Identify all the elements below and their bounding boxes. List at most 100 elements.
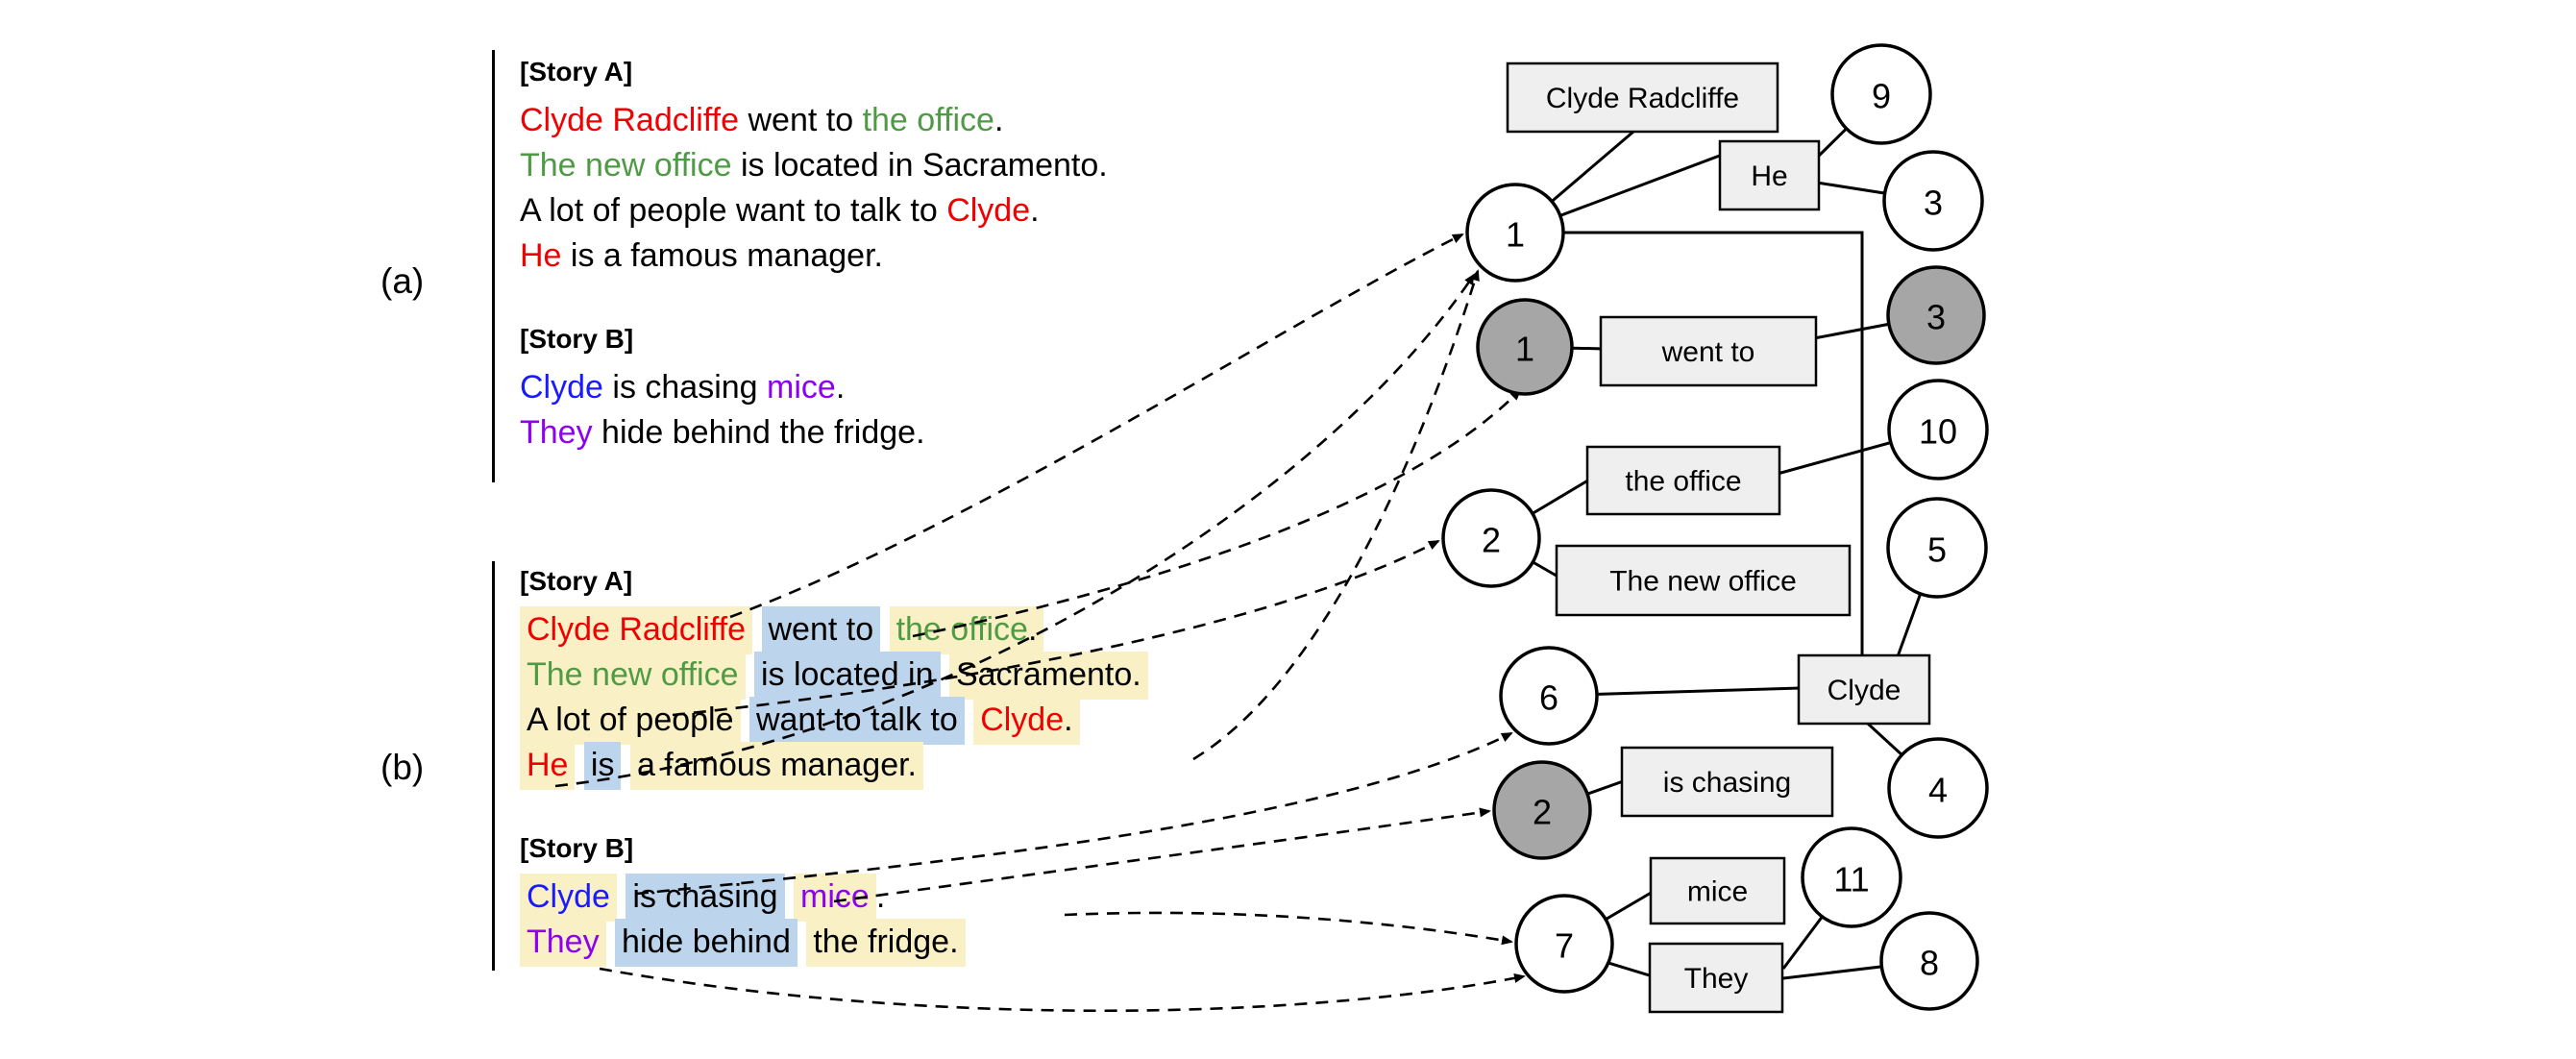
text-segment: Clyde Radcliffe — [520, 102, 740, 138]
story-line: Clyde is chasing mice. — [520, 365, 1108, 410]
text-segment: Clyde — [520, 369, 603, 406]
graph-circle-label-node-8: 8 — [1920, 944, 1939, 983]
text-segment: the office — [889, 606, 1028, 654]
text-segment: is a famous manager. — [561, 237, 883, 274]
text-segment: A lot of people — [520, 697, 741, 745]
graph-node-circle-cluster-1 — [1465, 183, 1565, 283]
graph-circle-label-node-9: 9 — [1872, 77, 1891, 116]
graph-box-label-the-office: the office — [1625, 466, 1741, 498]
graph-node-box-the-new-office — [1555, 544, 1852, 617]
graph-node-circle-node-8 — [1879, 911, 1979, 1011]
graph-circle-label-node-3: 3 — [1924, 184, 1943, 223]
graph-node-box-mice — [1649, 856, 1786, 925]
text-segment: went to — [739, 102, 863, 138]
story-header: [Story A] — [520, 566, 633, 596]
graph-node-circle-node-9 — [1830, 43, 1932, 145]
graph-circle-label-sent-2: 2 — [1533, 793, 1552, 832]
text-segment: Sacramento. — [948, 652, 1148, 700]
graph-box-label-is-chasing: is chasing — [1663, 767, 1791, 799]
text-segment: hide behind the fridge. — [592, 414, 925, 451]
text-segment: is located in — [753, 652, 941, 700]
story-header: [Story A] — [520, 57, 633, 86]
mention-arrow-they-mention — [599, 967, 1526, 1013]
graph-node-box-is-chasing — [1620, 746, 1834, 818]
mention-arrow-mice-mention — [1064, 911, 1513, 946]
graph-circle-label-sent-1: 1 — [1515, 330, 1534, 369]
story-line: Clyde Radcliffe went to the office. — [520, 98, 1108, 143]
graph-node-circle-sent-2 — [1492, 760, 1592, 860]
graph-box-label-mice: mice — [1687, 876, 1748, 908]
mention-arrow-new-office-mention — [672, 539, 1440, 717]
graph-node-circle-cluster-7 — [1514, 894, 1614, 994]
text-segment: The new office — [520, 652, 746, 700]
panel-a-text: [Story A] Clyde Radcliffe went to the off… — [520, 56, 1108, 456]
graph-box-label-clyde-radcliffe: Clyde Radcliffe — [1546, 83, 1739, 114]
graph-circle-label-node-10: 10 — [1919, 412, 1957, 452]
panel-a-label: (a) — [380, 261, 425, 301]
graph-node-circle-cluster-2 — [1441, 488, 1541, 588]
graph-box-label-he: He — [1751, 160, 1787, 192]
story-block: [Story B]Clyde is chasing mice.They hide… — [520, 323, 1108, 456]
text-segment: . — [1064, 697, 1080, 745]
text-segment: a famous manager. — [629, 742, 923, 790]
story-line: A lot of people want to talk to Clyde. — [520, 697, 1148, 745]
graph-node-circle-node-6 — [1499, 646, 1599, 746]
panel-b-label: (b) — [380, 748, 425, 787]
text-segment: They — [520, 919, 606, 967]
panel-a-divider — [492, 50, 495, 482]
graph-node-box-clyde-radcliffe — [1506, 62, 1779, 134]
graph-box-label-clyde: Clyde — [1828, 675, 1901, 706]
graph-node-box-the-office — [1585, 445, 1781, 516]
graph-circle-label-node-6: 6 — [1539, 678, 1558, 718]
text-segment: Clyde — [520, 874, 617, 922]
panel-b-divider — [492, 561, 495, 971]
story-header: [Story B] — [520, 833, 634, 863]
story-line: The new office is located in Sacramento. — [520, 652, 1148, 700]
graph-box-label-the-new-office: The new office — [1609, 566, 1797, 598]
mention-arrow-sentence-1-mention — [912, 388, 1522, 638]
text-segment: the office — [862, 102, 994, 138]
text-segment: Clyde — [973, 697, 1065, 745]
story-line: The new office is located in Sacramento. — [520, 143, 1108, 188]
mention-arrow-is-chasing-mention — [833, 807, 1491, 903]
text-segment: . — [875, 878, 886, 915]
graph-node-box-went-to — [1599, 315, 1818, 387]
mention-arrow-clyde-radcliffe-mention — [729, 233, 1464, 619]
text-segment: They — [520, 414, 593, 451]
graph-node-circle-node-3 — [1882, 150, 1984, 252]
story-line: They hide behind the fridge. — [520, 919, 1148, 967]
story-block: [Story B]Clyde is chasing mice.They hide… — [520, 832, 1148, 967]
text-segment: is chasing — [626, 874, 785, 922]
graph-box-label-they: They — [1684, 963, 1749, 995]
graph-box-label-went-to: went to — [1661, 336, 1755, 368]
graph-node-circle-node-4 — [1887, 737, 1989, 839]
graph-circle-label-cluster-7: 7 — [1555, 926, 1574, 966]
story-block: [Story A] Clyde Radcliffe went to the off… — [520, 56, 1108, 279]
story-header: [Story B] — [520, 324, 634, 354]
mention-arrow-clyde-storyb-mention — [635, 731, 1513, 896]
text-segment: mice — [794, 874, 876, 922]
text-segment: the fridge. — [806, 919, 966, 967]
text-segment: . — [994, 102, 1004, 138]
story-line: They hide behind the fridge. — [520, 410, 1108, 456]
text-segment: went to — [761, 606, 881, 654]
story-line: He is a famous manager. — [520, 742, 1148, 790]
graph-node-box-clyde — [1797, 653, 1931, 726]
panel-b-text: [Story A]Clyde Radcliffe went to the off… — [520, 565, 1148, 967]
graph-circle-label-cluster-2: 2 — [1482, 521, 1501, 560]
text-segment: He — [520, 742, 576, 790]
story-line: A lot of people want to talk to Clyde. — [520, 188, 1108, 234]
graph-node-circle-node-10 — [1887, 379, 1989, 480]
story-line: Clyde is chasing mice. — [520, 874, 1148, 922]
story-block: [Story A]Clyde Radcliffe went to the off… — [520, 565, 1148, 790]
graph-circle-label-node-5: 5 — [1927, 530, 1947, 570]
text-segment: A lot of people want to talk to — [520, 192, 947, 229]
text-segment: hide behind — [615, 919, 797, 967]
text-segment: Clyde — [946, 192, 1031, 229]
graph-node-box-they — [1648, 942, 1784, 1014]
mention-arrows — [554, 233, 1526, 1013]
text-segment: . — [835, 369, 846, 406]
story-line: He is a famous manager. — [520, 234, 1108, 279]
